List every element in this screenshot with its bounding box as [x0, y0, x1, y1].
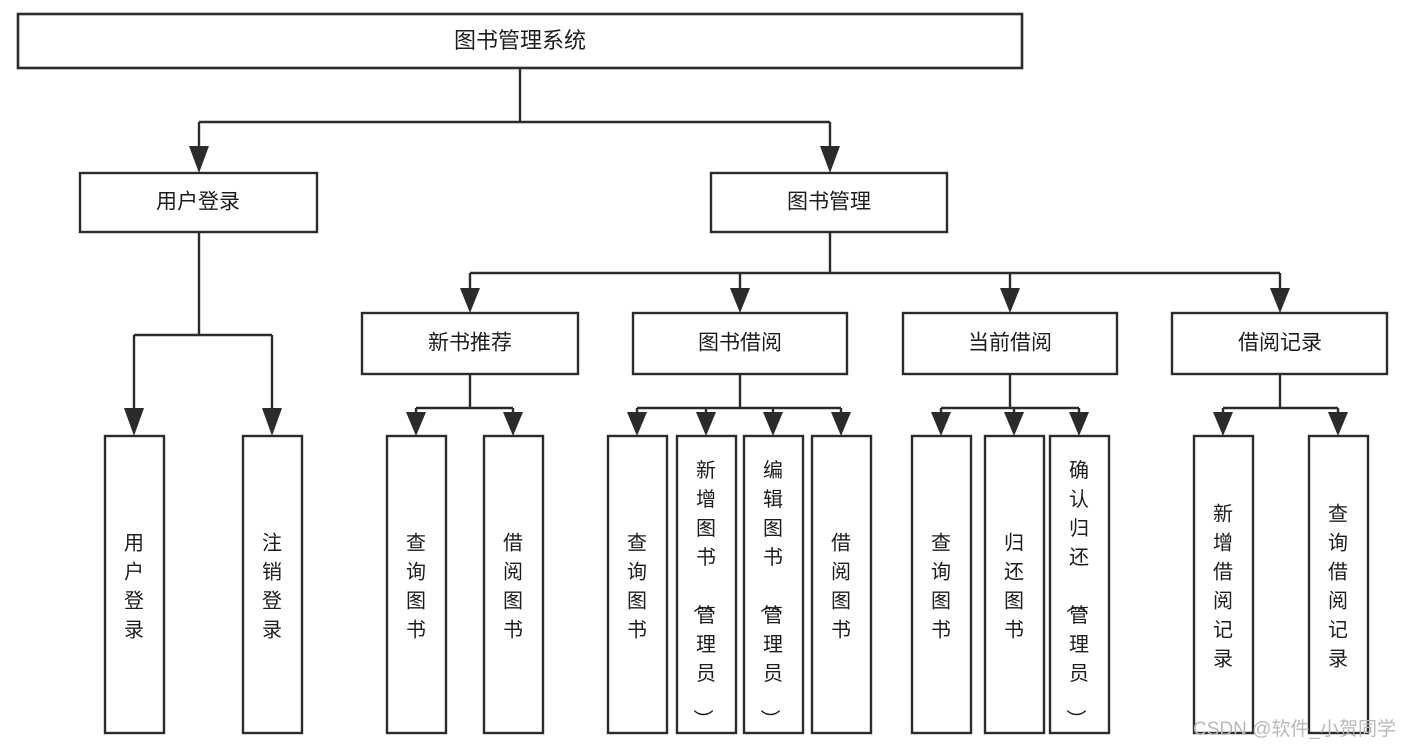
node-leaf-return-book-box[interactable]	[983, 434, 1046, 735]
node-leaf-borrow-book-2[interactable]: 借阅图书	[810, 434, 873, 735]
connector-layer	[124, 68, 1348, 436]
node-leaf-query-book-2[interactable]: 查询图书	[606, 434, 669, 735]
node-borrow-record-label: 借阅记录	[1238, 332, 1322, 355]
node-leaf-borrow-book-1-label: 借阅图书	[503, 532, 523, 642]
node-leaf-add-record[interactable]: 新增借阅记录	[1192, 434, 1255, 735]
node-leaf-user-login-label: 用户登录	[124, 533, 144, 642]
csdn-watermark: CSDN @软件_小贺同学	[1193, 718, 1396, 740]
node-leaf-user-login[interactable]: 用户登录	[103, 434, 166, 735]
node-leaf-edit-book[interactable]: 编辑图书（管理员）	[742, 434, 805, 735]
arrow-head-borrow-record-to-leaf-2	[1328, 412, 1348, 436]
node-leaf-add-book-label: 新增图书（管理员）	[691, 459, 716, 729]
node-book-borrow-box[interactable]	[631, 311, 849, 376]
node-leaf-borrow-book-2-label: 借阅图书	[831, 532, 851, 642]
node-leaf-return-book[interactable]: 归还图书	[983, 434, 1046, 735]
node-leaf-user-logout-box[interactable]	[241, 434, 304, 735]
arrow-head-book-manage-to-book-borrow	[730, 288, 750, 313]
node-leaf-add-record-label: 新增借阅记录	[1213, 503, 1233, 671]
arrow-head-book-manage-to-current-borrow	[1000, 288, 1020, 313]
node-new-book-rec-label: 新书推荐	[428, 332, 512, 355]
node-leaf-query-book-2-label: 查询图书	[627, 532, 647, 642]
arrow-head-new-book-rec-to-leaf-2	[503, 412, 523, 436]
node-leaf-query-book-2-box[interactable]	[606, 434, 669, 735]
node-leaf-borrow-book-1[interactable]: 借阅图书	[482, 434, 545, 735]
node-leaf-borrow-book-1-box[interactable]	[482, 434, 545, 735]
node-leaf-query-record[interactable]: 查询借阅记录	[1307, 434, 1370, 735]
arrow-head-user-login-to-leaf-2	[262, 408, 282, 436]
node-new-book-rec-box[interactable]	[360, 311, 580, 376]
node-leaf-user-logout-label: 注销登录	[262, 532, 282, 642]
node-leaf-return-book-label: 归还图书	[1004, 532, 1024, 642]
arrow-head-current-borrow-to-leaf-3	[1069, 412, 1089, 436]
node-book-borrow-label: 图书借阅	[698, 332, 782, 355]
node-current-borrow[interactable]: 当前借阅	[901, 311, 1119, 376]
node-leaf-borrow-book-2-box[interactable]	[810, 434, 873, 735]
leaf-nodes-layer: 用户登录 注销登录 查询图书 借阅图书 查询图书 新增图书（管理员）	[103, 434, 1370, 735]
node-current-borrow-label: 当前借阅	[968, 332, 1052, 355]
node-leaf-query-book-1-label: 查询图书	[406, 532, 426, 642]
node-leaf-query-book-3-box[interactable]	[910, 434, 973, 735]
node-new-book-rec[interactable]: 新书推荐	[360, 311, 580, 376]
node-leaf-query-book-1-box[interactable]	[385, 434, 448, 735]
arrow-head-book-manage-to-new-book-rec	[460, 288, 480, 313]
node-root[interactable]: 图书管理系统	[16, 12, 1024, 70]
node-leaf-add-book[interactable]: 新增图书（管理员）	[675, 434, 738, 735]
node-leaf-add-book-box[interactable]	[675, 434, 738, 735]
node-leaf-add-record-box[interactable]	[1192, 434, 1255, 735]
node-borrow-record-box[interactable]	[1170, 311, 1389, 376]
node-borrow-record[interactable]: 借阅记录	[1170, 311, 1389, 376]
node-leaf-query-book-1[interactable]: 查询图书	[385, 434, 448, 735]
node-book-manage[interactable]: 图书管理	[709, 171, 949, 234]
node-user-login-label: 用户登录	[156, 191, 240, 214]
node-leaf-user-logout[interactable]: 注销登录	[241, 434, 304, 735]
arrow-head-borrow-record-to-leaf-1	[1213, 412, 1233, 436]
arrow-head-book-borrow-to-leaf-4	[831, 412, 851, 436]
node-book-manage-box[interactable]	[709, 171, 949, 234]
arrow-head-current-borrow-to-leaf-1	[931, 412, 951, 436]
node-leaf-confirm-return-label: 确认归还（管理员）	[1064, 459, 1089, 729]
node-root-label: 图书管理系统	[454, 28, 586, 53]
arrow-head-root-to-user-login	[189, 146, 209, 173]
node-user-login-box[interactable]	[78, 171, 319, 234]
node-leaf-edit-book-label: 编辑图书（管理员）	[758, 459, 783, 729]
node-book-manage-label: 图书管理	[787, 191, 871, 214]
arrow-head-current-borrow-to-leaf-2	[1004, 412, 1024, 436]
node-leaf-edit-book-box[interactable]	[742, 434, 805, 735]
arrow-head-book-manage-to-borrow-record	[1270, 288, 1290, 313]
arrow-head-book-borrow-to-leaf-3	[763, 412, 783, 436]
arrow-head-user-login-to-leaf-1	[124, 408, 144, 436]
node-leaf-query-book-3[interactable]: 查询图书	[910, 434, 973, 735]
arrow-head-root-to-book-manage	[820, 146, 840, 173]
node-book-borrow[interactable]: 图书借阅	[631, 311, 849, 376]
node-root-box[interactable]	[16, 12, 1024, 70]
arrow-head-book-borrow-to-leaf-2	[696, 412, 716, 436]
node-leaf-query-book-3-label: 查询图书	[931, 532, 951, 642]
node-current-borrow-box[interactable]	[901, 311, 1119, 376]
node-leaf-query-record-box[interactable]	[1307, 434, 1370, 735]
node-leaf-confirm-return-box[interactable]	[1048, 434, 1111, 735]
node-leaf-user-login-box[interactable]	[103, 434, 166, 735]
node-leaf-confirm-return[interactable]: 确认归还（管理员）	[1048, 434, 1111, 735]
arrow-head-book-borrow-to-leaf-1	[627, 412, 647, 436]
node-user-login[interactable]: 用户登录	[78, 171, 319, 234]
arrow-head-new-book-rec-to-leaf-1	[406, 412, 426, 436]
node-leaf-query-record-label: 查询借阅记录	[1328, 503, 1348, 671]
